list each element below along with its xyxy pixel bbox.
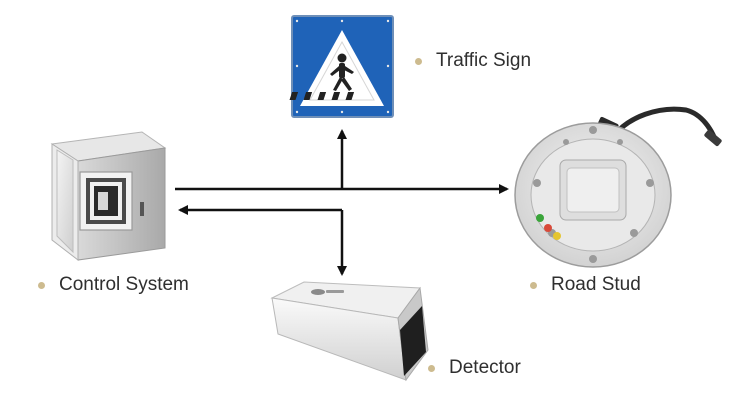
control-system-text: Control System: [59, 274, 189, 296]
bullet-dot: [530, 282, 537, 289]
traffic-sign-text: Traffic Sign: [436, 50, 531, 72]
pedestrian-crossing-sign-icon: [290, 16, 393, 117]
control-cabinet-icon: [52, 132, 165, 260]
road-stud-label: Road Stud: [530, 274, 641, 296]
detector-label: Detector: [428, 357, 521, 379]
bullet-dot: [428, 365, 435, 372]
bullet-dot: [38, 282, 45, 289]
bullet-dot: [415, 58, 422, 65]
connection-arrows: [175, 131, 507, 274]
traffic-sign-label: Traffic Sign: [415, 50, 531, 72]
road-stud-text: Road Stud: [551, 274, 641, 296]
detector-text: Detector: [449, 357, 521, 379]
camera-detector-icon: [272, 282, 428, 380]
control-system-label: Control System: [38, 274, 189, 296]
road-stud-icon: [515, 109, 722, 267]
